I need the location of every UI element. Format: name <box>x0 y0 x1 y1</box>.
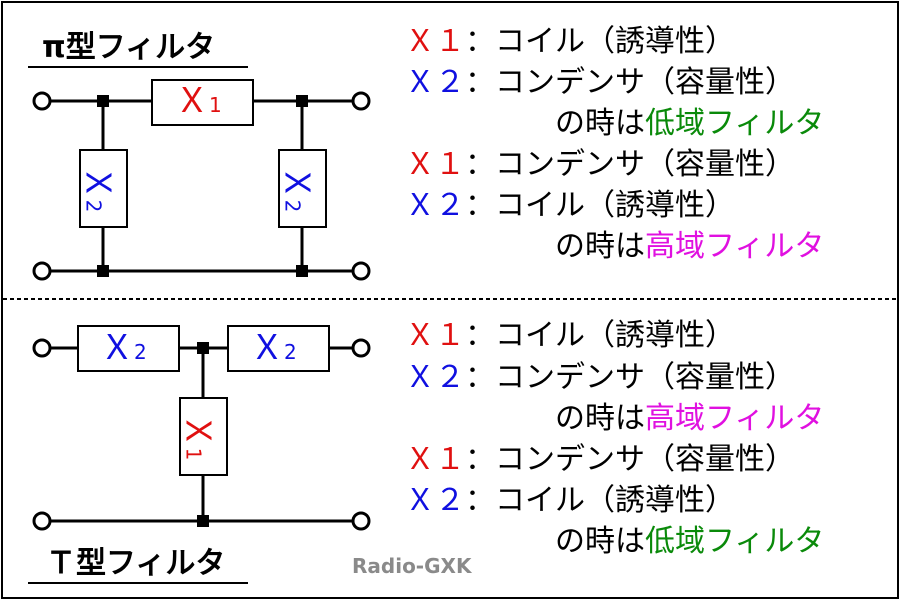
watermark: Radio-GXK <box>352 554 472 578</box>
pi-nodes <box>97 95 308 277</box>
t-title-underline <box>28 582 248 584</box>
t-line-3: の時は高域フィルタ <box>555 401 825 436</box>
t-line-2: Ｘ２：コンデンサ（容量性） <box>405 360 795 395</box>
t-x2-right-label: Ｘ2 <box>250 328 297 368</box>
pi-line-5: Ｘ２：コイル（誘導性） <box>405 188 735 223</box>
t-x2-left-label: Ｘ2 <box>100 328 147 368</box>
t-filter-title: Ｔ型フィルタ <box>46 546 226 581</box>
t-nodes <box>197 342 209 527</box>
pi-line-1: Ｘ１：コイル（誘導性） <box>405 24 735 59</box>
pi-x2-left-label: Ｘ2 <box>77 165 118 213</box>
t-x2-left-box <box>77 325 180 372</box>
t-line-6: の時は低域フィルタ <box>555 524 825 559</box>
t-x1-label: Ｘ1 <box>177 413 218 461</box>
pi-filter-title: π型フィルタ <box>42 30 216 65</box>
pi-x2-right-label: Ｘ2 <box>276 165 317 213</box>
pi-line-2: Ｘ２：コンデンサ（容量性） <box>405 65 795 100</box>
pi-x1-label: Ｘ1 <box>175 81 222 121</box>
t-x1-box <box>179 397 228 476</box>
pi-line-3: の時は低域フィルタ <box>555 106 825 141</box>
pi-line-6: の時は高域フィルタ <box>555 229 825 264</box>
pi-x1-box <box>151 79 254 126</box>
pi-terminals <box>32 91 371 281</box>
pi-line-4: Ｘ１：コンデンサ（容量性） <box>405 147 795 182</box>
pi-title-underline <box>28 66 248 68</box>
t-x2-right-box <box>227 325 330 372</box>
t-terminals <box>32 338 371 531</box>
t-line-5: Ｘ２：コイル（誘導性） <box>405 483 735 518</box>
t-line-4: Ｘ１：コンデンサ（容量性） <box>405 442 795 477</box>
pi-x2-right-box <box>278 149 327 228</box>
pi-x2-left-box <box>79 149 128 228</box>
t-line-1: Ｘ１：コイル（誘導性） <box>405 318 735 353</box>
